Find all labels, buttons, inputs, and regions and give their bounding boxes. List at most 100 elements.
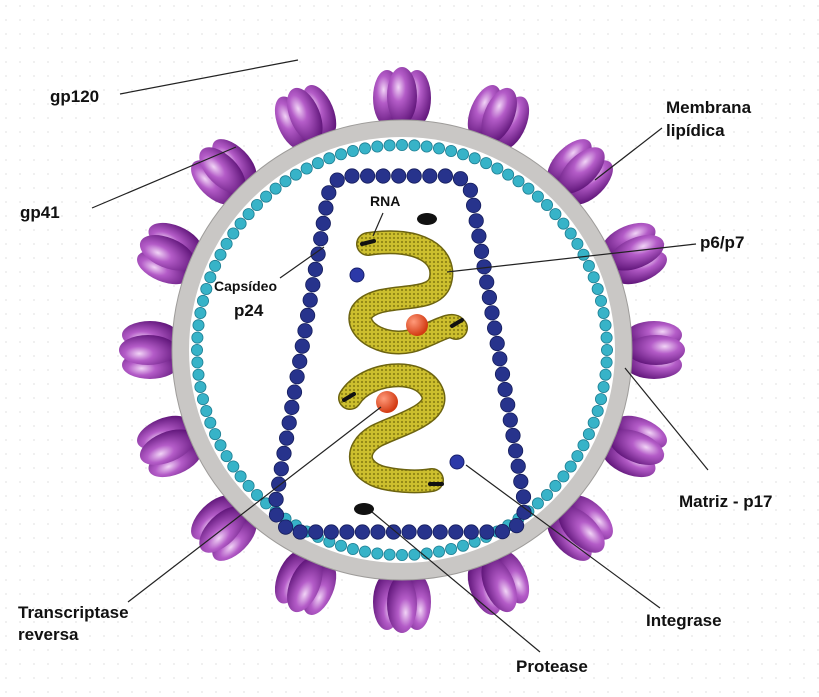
capsid-bead bbox=[503, 413, 517, 427]
capsid-bead bbox=[506, 428, 520, 442]
label-gp41: gp41 bbox=[20, 202, 60, 223]
capsid-bead bbox=[324, 525, 338, 539]
matrix-bead bbox=[558, 471, 569, 482]
label-rna: RNA bbox=[370, 193, 400, 210]
capsid-bead bbox=[269, 508, 283, 522]
protease-upper bbox=[417, 213, 437, 225]
matrix-bead bbox=[583, 429, 594, 440]
capsid-bead bbox=[466, 198, 480, 212]
matrix-bead bbox=[588, 417, 599, 428]
capsid-bead bbox=[418, 525, 432, 539]
capsid-bead bbox=[376, 169, 390, 183]
capsid-bead bbox=[319, 201, 333, 215]
matrix-bead bbox=[235, 218, 246, 229]
capsid-bead bbox=[508, 444, 522, 458]
matrix-bead bbox=[578, 440, 589, 451]
matrix-bead bbox=[469, 153, 480, 164]
matrix-bead bbox=[588, 272, 599, 283]
label-capsideo-line2: p24 bbox=[234, 300, 263, 321]
matrix-bead bbox=[433, 143, 444, 154]
label-p6p7: p6/p7 bbox=[700, 232, 744, 253]
matrix-bead bbox=[598, 307, 609, 318]
matrix-bead bbox=[457, 540, 468, 551]
capsid-bead bbox=[287, 385, 301, 399]
reverse-transcriptase-lower bbox=[376, 391, 398, 413]
matrix-bead bbox=[384, 140, 395, 151]
matrix-bead bbox=[457, 149, 468, 160]
matrix-bead bbox=[492, 163, 503, 174]
capsid-bead bbox=[371, 525, 385, 539]
capsid-bead bbox=[480, 275, 494, 289]
capsid-bead bbox=[407, 169, 421, 183]
matrix-bead bbox=[541, 489, 552, 500]
capsid-bead bbox=[269, 492, 283, 506]
matrix-bead bbox=[601, 357, 612, 368]
capsid-bead bbox=[355, 525, 369, 539]
capsid-bead bbox=[274, 462, 288, 476]
matrix-bead bbox=[550, 209, 561, 220]
label-integrase: Integrase bbox=[646, 610, 722, 631]
matrix-bead bbox=[565, 228, 576, 239]
matrix-bead bbox=[335, 540, 346, 551]
capsid-bead bbox=[490, 336, 504, 350]
capsid-bead bbox=[298, 324, 312, 338]
capsid-bead bbox=[485, 306, 499, 320]
matrix-bead bbox=[243, 209, 254, 220]
label-membrana-line1: Membrana bbox=[666, 97, 751, 118]
capsid-bead bbox=[295, 339, 309, 353]
matrix-bead bbox=[572, 451, 583, 462]
capsid-bead bbox=[308, 262, 322, 276]
matrix-bead bbox=[290, 169, 301, 180]
matrix-bead bbox=[532, 191, 543, 202]
matrix-bead bbox=[221, 238, 232, 249]
matrix-bead bbox=[409, 140, 420, 151]
integrase-lower bbox=[450, 455, 464, 469]
label-gp120: gp120 bbox=[50, 86, 99, 107]
matrix-bead bbox=[600, 369, 611, 380]
matrix-bead bbox=[195, 307, 206, 318]
matrix-bead bbox=[301, 163, 312, 174]
capsid-bead bbox=[463, 183, 477, 197]
capsid-bead bbox=[469, 214, 483, 228]
capsid-bead bbox=[386, 525, 400, 539]
matrix-bead bbox=[215, 249, 226, 260]
matrix-bead bbox=[384, 549, 395, 560]
matrix-bead bbox=[595, 394, 606, 405]
capsid-bead bbox=[306, 278, 320, 292]
capsid-bead bbox=[290, 370, 304, 384]
matrix-bead bbox=[195, 381, 206, 392]
matrix-bead bbox=[600, 320, 611, 331]
capsid-bead bbox=[423, 169, 437, 183]
matrix-bead bbox=[565, 461, 576, 472]
matrix-bead bbox=[347, 543, 358, 554]
matrix-bead bbox=[550, 480, 561, 491]
matrix-bead bbox=[312, 158, 323, 169]
label-matriz: Matriz - p17 bbox=[679, 491, 773, 512]
capsid-bead bbox=[392, 169, 406, 183]
label-capsideo-line1: Capsídeo bbox=[214, 278, 277, 295]
capsid-bead bbox=[433, 525, 447, 539]
matrix-bead bbox=[192, 357, 203, 368]
capsid-bead bbox=[402, 525, 416, 539]
matrix-bead bbox=[270, 183, 281, 194]
capsid-bead bbox=[282, 416, 296, 430]
matrix-bead bbox=[446, 145, 457, 156]
capsid-bead bbox=[300, 308, 314, 322]
capsid-bead bbox=[514, 474, 528, 488]
matrix-bead bbox=[193, 369, 204, 380]
matrix-bead bbox=[197, 295, 208, 306]
matrix-bead bbox=[578, 249, 589, 260]
matrix-bead bbox=[228, 228, 239, 239]
matrix-bead bbox=[372, 548, 383, 559]
matrix-bead bbox=[592, 283, 603, 294]
matrix-bead bbox=[347, 145, 358, 156]
reverse-transcriptase-upper bbox=[406, 314, 428, 336]
matrix-bead bbox=[251, 199, 262, 210]
matrix-bead bbox=[532, 498, 543, 509]
matrix-bead bbox=[228, 461, 239, 472]
matrix-bead bbox=[396, 139, 407, 150]
matrix-bead bbox=[601, 344, 612, 355]
matrix-bead bbox=[481, 158, 492, 169]
capsid-bead bbox=[285, 400, 299, 414]
label-transcriptase-line1: Transcriptase bbox=[18, 602, 129, 623]
